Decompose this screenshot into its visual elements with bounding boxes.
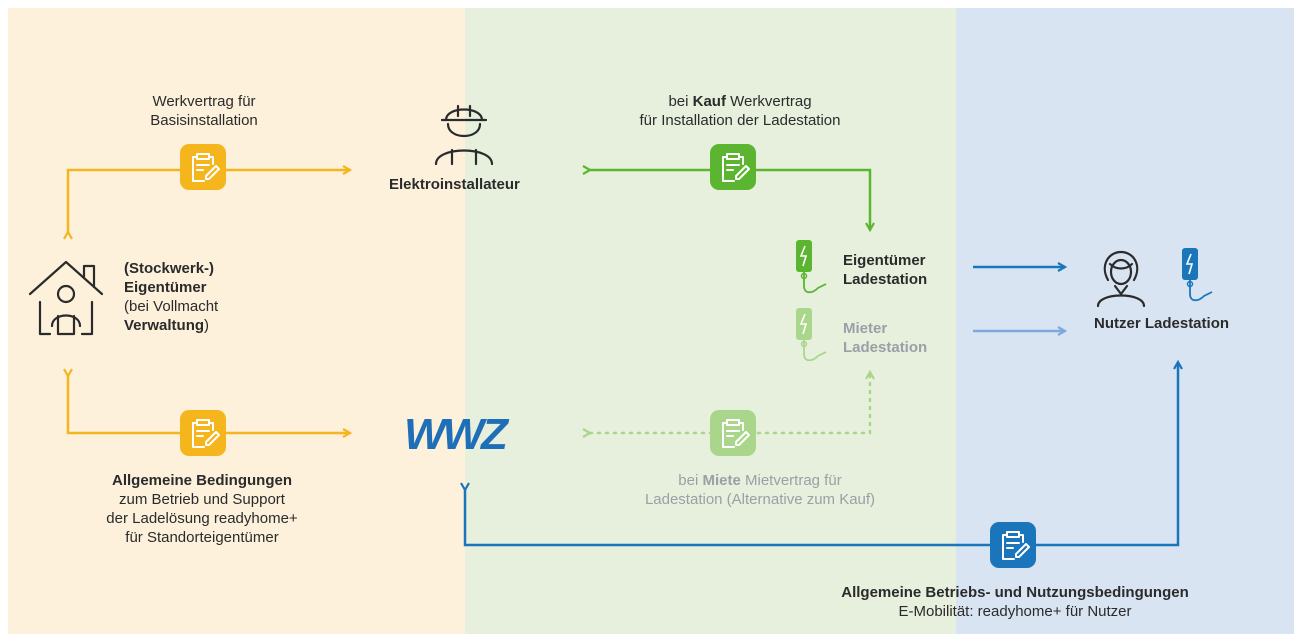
contract-icon	[710, 410, 756, 456]
zone-owner	[8, 8, 465, 634]
charging-station-icon	[796, 240, 827, 294]
contract-icon	[990, 522, 1036, 568]
nutzer-ladestation-label: Nutzer Ladestation	[1094, 315, 1230, 332]
wwz-logo: WWZ	[404, 410, 508, 459]
nutzungsbedingungen-label: Allgemeine Betriebs- und Nutzungsbedingu…	[841, 584, 1189, 620]
woman-user-icon	[1096, 250, 1146, 308]
contract-icon	[180, 144, 226, 190]
contract-icon	[710, 144, 756, 190]
zone-installation	[465, 8, 956, 634]
elektroinstallateur-label: Elektroinstallateur	[389, 176, 520, 193]
charging-station-icon	[796, 308, 827, 362]
electrician-icon	[434, 104, 494, 166]
charging-station-icon	[1182, 248, 1213, 302]
house-person-icon	[28, 260, 104, 336]
contract-icon	[180, 410, 226, 456]
